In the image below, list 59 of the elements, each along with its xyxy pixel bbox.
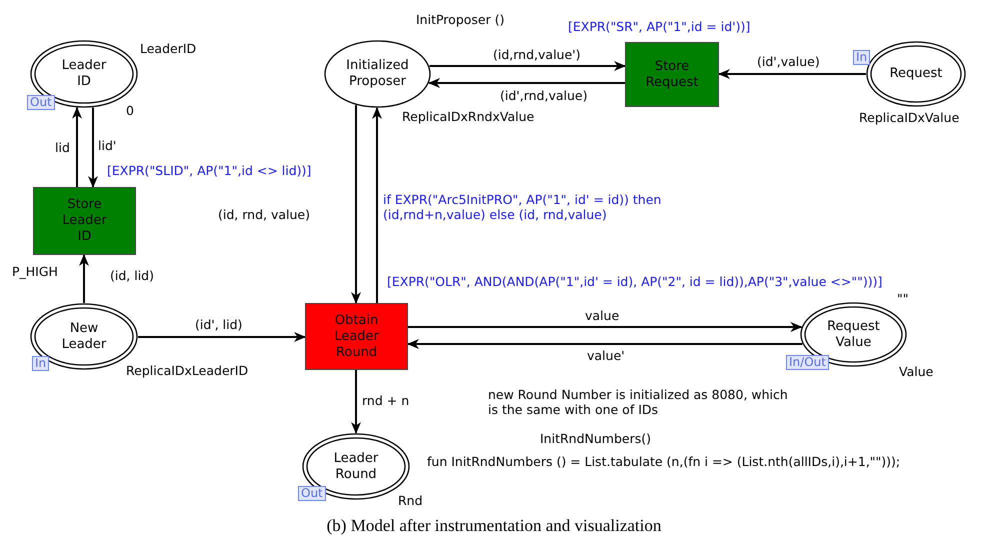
guard-expression: [EXPR("OLR", AND(AND(AP("1",id' = id), AP("2", id = lid)),AP("3",value <>"")))] — [387, 274, 882, 289]
colour-set-label: ReplicaIDxRndxValue — [402, 109, 534, 124]
arc-inscription: (id, lid) — [110, 268, 154, 283]
arc-inscription: (id',rnd,value) — [500, 88, 588, 103]
arc-arrow — [88, 108, 98, 188]
port-tag: Out — [27, 95, 55, 110]
port-tag: In — [32, 356, 50, 371]
place-name: Initialized Proposer — [345, 58, 410, 90]
colour-set-label: Value — [899, 364, 934, 379]
port-tag: In — [853, 50, 870, 65]
port-place-ellipse — [866, 41, 966, 107]
arc-inscription: (id',value) — [757, 54, 820, 69]
initial-marking-label: "" — [897, 291, 908, 306]
arc-inscription: value — [585, 308, 620, 323]
transition-box — [305, 303, 408, 370]
figure-caption: (b) Model after instrumentation and visualization — [326, 516, 662, 536]
colour-set-label: Rnd — [398, 493, 423, 508]
transition-name: Store Request — [644, 58, 700, 90]
transition-name: Obtain Leader Round — [333, 312, 380, 360]
colour-set-label: LeaderID — [140, 41, 196, 56]
arc-arrow — [718, 69, 866, 79]
guard-expression: [EXPR("SR", AP("1",id = id'))] — [568, 19, 750, 34]
transition-box — [625, 42, 719, 107]
note: new Round Number is initialized as 8080, which is the same with one of IDs — [488, 387, 788, 417]
arc-arrow — [351, 105, 361, 304]
place-name: Leader ID — [60, 58, 108, 90]
arc-arrow — [351, 370, 361, 434]
place-ellipse — [324, 40, 431, 108]
arc-inscription: lid — [55, 140, 70, 155]
port-tag: In/Out — [786, 355, 829, 370]
place-name: Leader Round — [332, 450, 380, 482]
place-name: Request Value — [826, 318, 881, 350]
arc-arrow — [72, 106, 82, 187]
transition-name: Store Leader ID — [61, 197, 108, 245]
transition-box — [33, 187, 136, 255]
place-name: Request — [888, 66, 944, 82]
initial-marking-label: InitProposer () — [416, 12, 504, 27]
arc-inscription: lid' — [98, 138, 116, 153]
arc-inscription: (id, rnd, value) — [218, 207, 310, 222]
colour-set-label: ReplicaIDxValue — [859, 110, 960, 125]
guard-expression: [EXPR("SLID", AP("1",id <> lid))] — [107, 163, 312, 178]
arc-inscription: (id', lid) — [195, 317, 242, 332]
arc-arrow — [428, 78, 625, 88]
arc-arrow — [430, 61, 626, 71]
arc-arrow — [372, 107, 382, 303]
arc-arrow — [408, 322, 802, 332]
arc-arrow — [138, 332, 306, 342]
arc-arrow — [407, 339, 802, 349]
colour-set-label: ReplicaIDxLeaderID — [126, 363, 248, 378]
arc-arrow — [79, 254, 89, 303]
arc-inscription: rnd + n — [362, 393, 410, 408]
priority-label: P_HIGH — [12, 264, 58, 279]
arc-inscription: value' — [587, 348, 625, 363]
arc-inscription: (id,rnd,value') — [493, 47, 580, 62]
port-tag: Out — [298, 486, 326, 501]
function-declaration: fun InitRndNumbers () = List.tabulate (n,(fn i => (List.nth(allIDs,i),i+1,""))); — [427, 454, 900, 469]
initial-marking-label: 0 — [126, 103, 134, 118]
place-name: New Leader — [60, 320, 108, 352]
function-name: InitRndNumbers() — [540, 431, 652, 446]
